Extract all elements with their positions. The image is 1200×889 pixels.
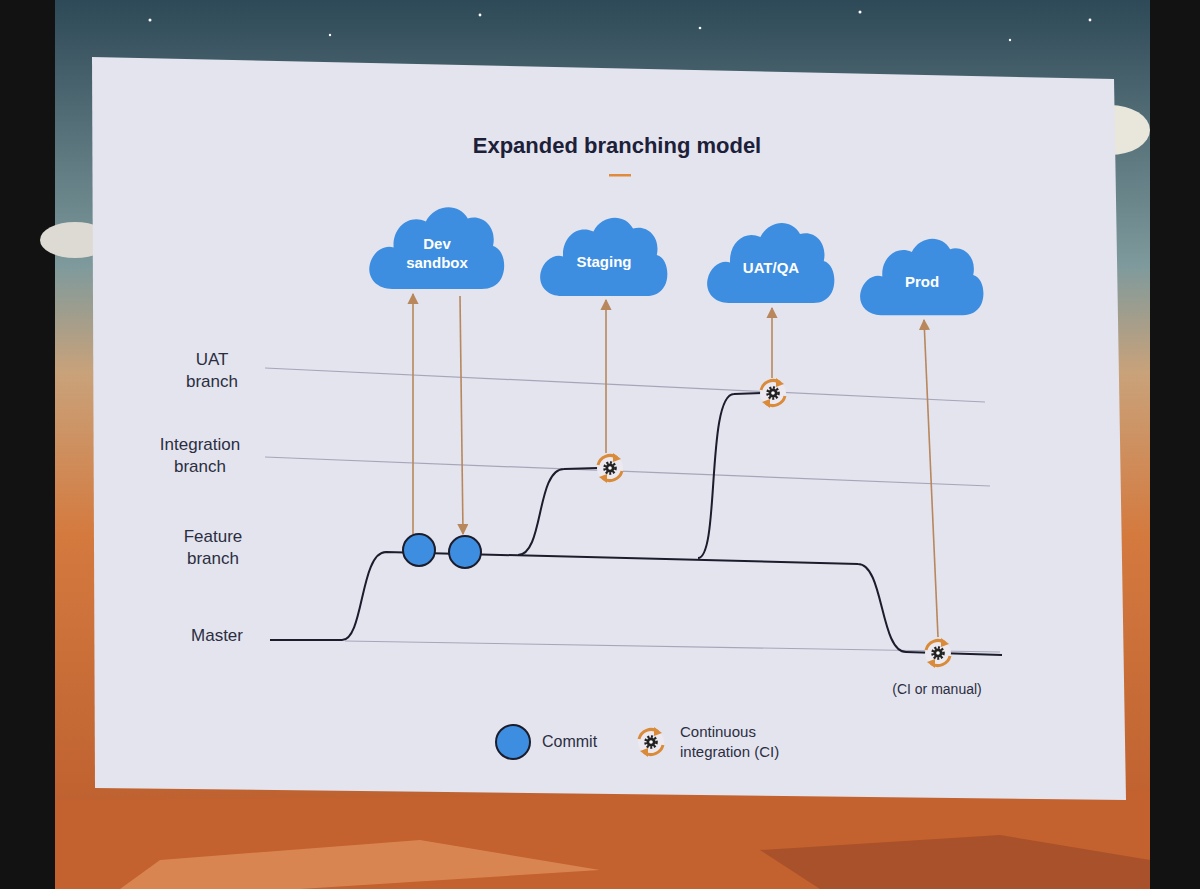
legend-text: Continuous integration (CI) (680, 722, 808, 762)
git-history-line (270, 552, 1002, 655)
cloud-node: Staging (538, 211, 670, 299)
legend-text: Commit (542, 731, 632, 752)
merge-line (698, 393, 762, 558)
deploy-arrow (771, 308, 773, 378)
branch-line (265, 457, 990, 486)
branch-name: Master (177, 625, 257, 647)
deploy-arrow (412, 294, 414, 534)
star (1009, 39, 1011, 41)
ci-symbol (925, 638, 951, 668)
cloud-node: Dev sandbox (367, 200, 507, 292)
branch-name: Feature branch (171, 526, 255, 570)
stars (149, 11, 1092, 42)
title-underline (609, 174, 631, 177)
star (859, 11, 862, 14)
legend-commit-swatch (496, 725, 530, 759)
commit-dot (403, 534, 435, 566)
legend-ci-swatch (638, 727, 664, 757)
star (479, 14, 482, 17)
deploy-note: (CI or manual) (872, 680, 1002, 699)
commit-dot (449, 536, 481, 568)
deploy-arrow (605, 300, 607, 453)
cloud-text-box: Prod (858, 232, 986, 318)
ci-symbol (760, 378, 786, 408)
deploy-arrow (924, 320, 938, 637)
star (149, 19, 152, 22)
cloud-fill (369, 207, 504, 289)
star (1089, 19, 1092, 22)
slide-panel (92, 57, 1126, 800)
cloud-node: Prod (858, 232, 986, 318)
cloud-label: Dev sandbox (401, 234, 473, 272)
cloud-label: UAT/QA (743, 258, 799, 277)
desert-ground (55, 790, 1150, 889)
cloud-text-box: Dev sandbox (367, 200, 507, 292)
pull-arrow (460, 296, 463, 534)
star (329, 34, 331, 36)
branch-name: Integration branch (148, 434, 252, 478)
cloud-label: Staging (577, 252, 632, 271)
cloud-fill (860, 239, 983, 315)
ci-symbol (597, 453, 623, 483)
cloud-text-box: UAT/QA (705, 216, 837, 306)
slide-title: Expanded branching model (412, 133, 822, 159)
slide-background (55, 0, 1150, 889)
cloud-label: Prod (905, 272, 939, 291)
branch-name: UAT branch (177, 349, 247, 393)
cloud-fill (540, 218, 667, 296)
branch-line (265, 368, 985, 402)
cloud-fill (707, 223, 834, 303)
merge-line (518, 468, 598, 555)
star (699, 27, 702, 30)
desert-patch (760, 835, 1150, 889)
desert-patch (120, 840, 600, 889)
cloud-node: UAT/QA (705, 216, 837, 306)
cloud-text-box: Staging (538, 211, 670, 299)
